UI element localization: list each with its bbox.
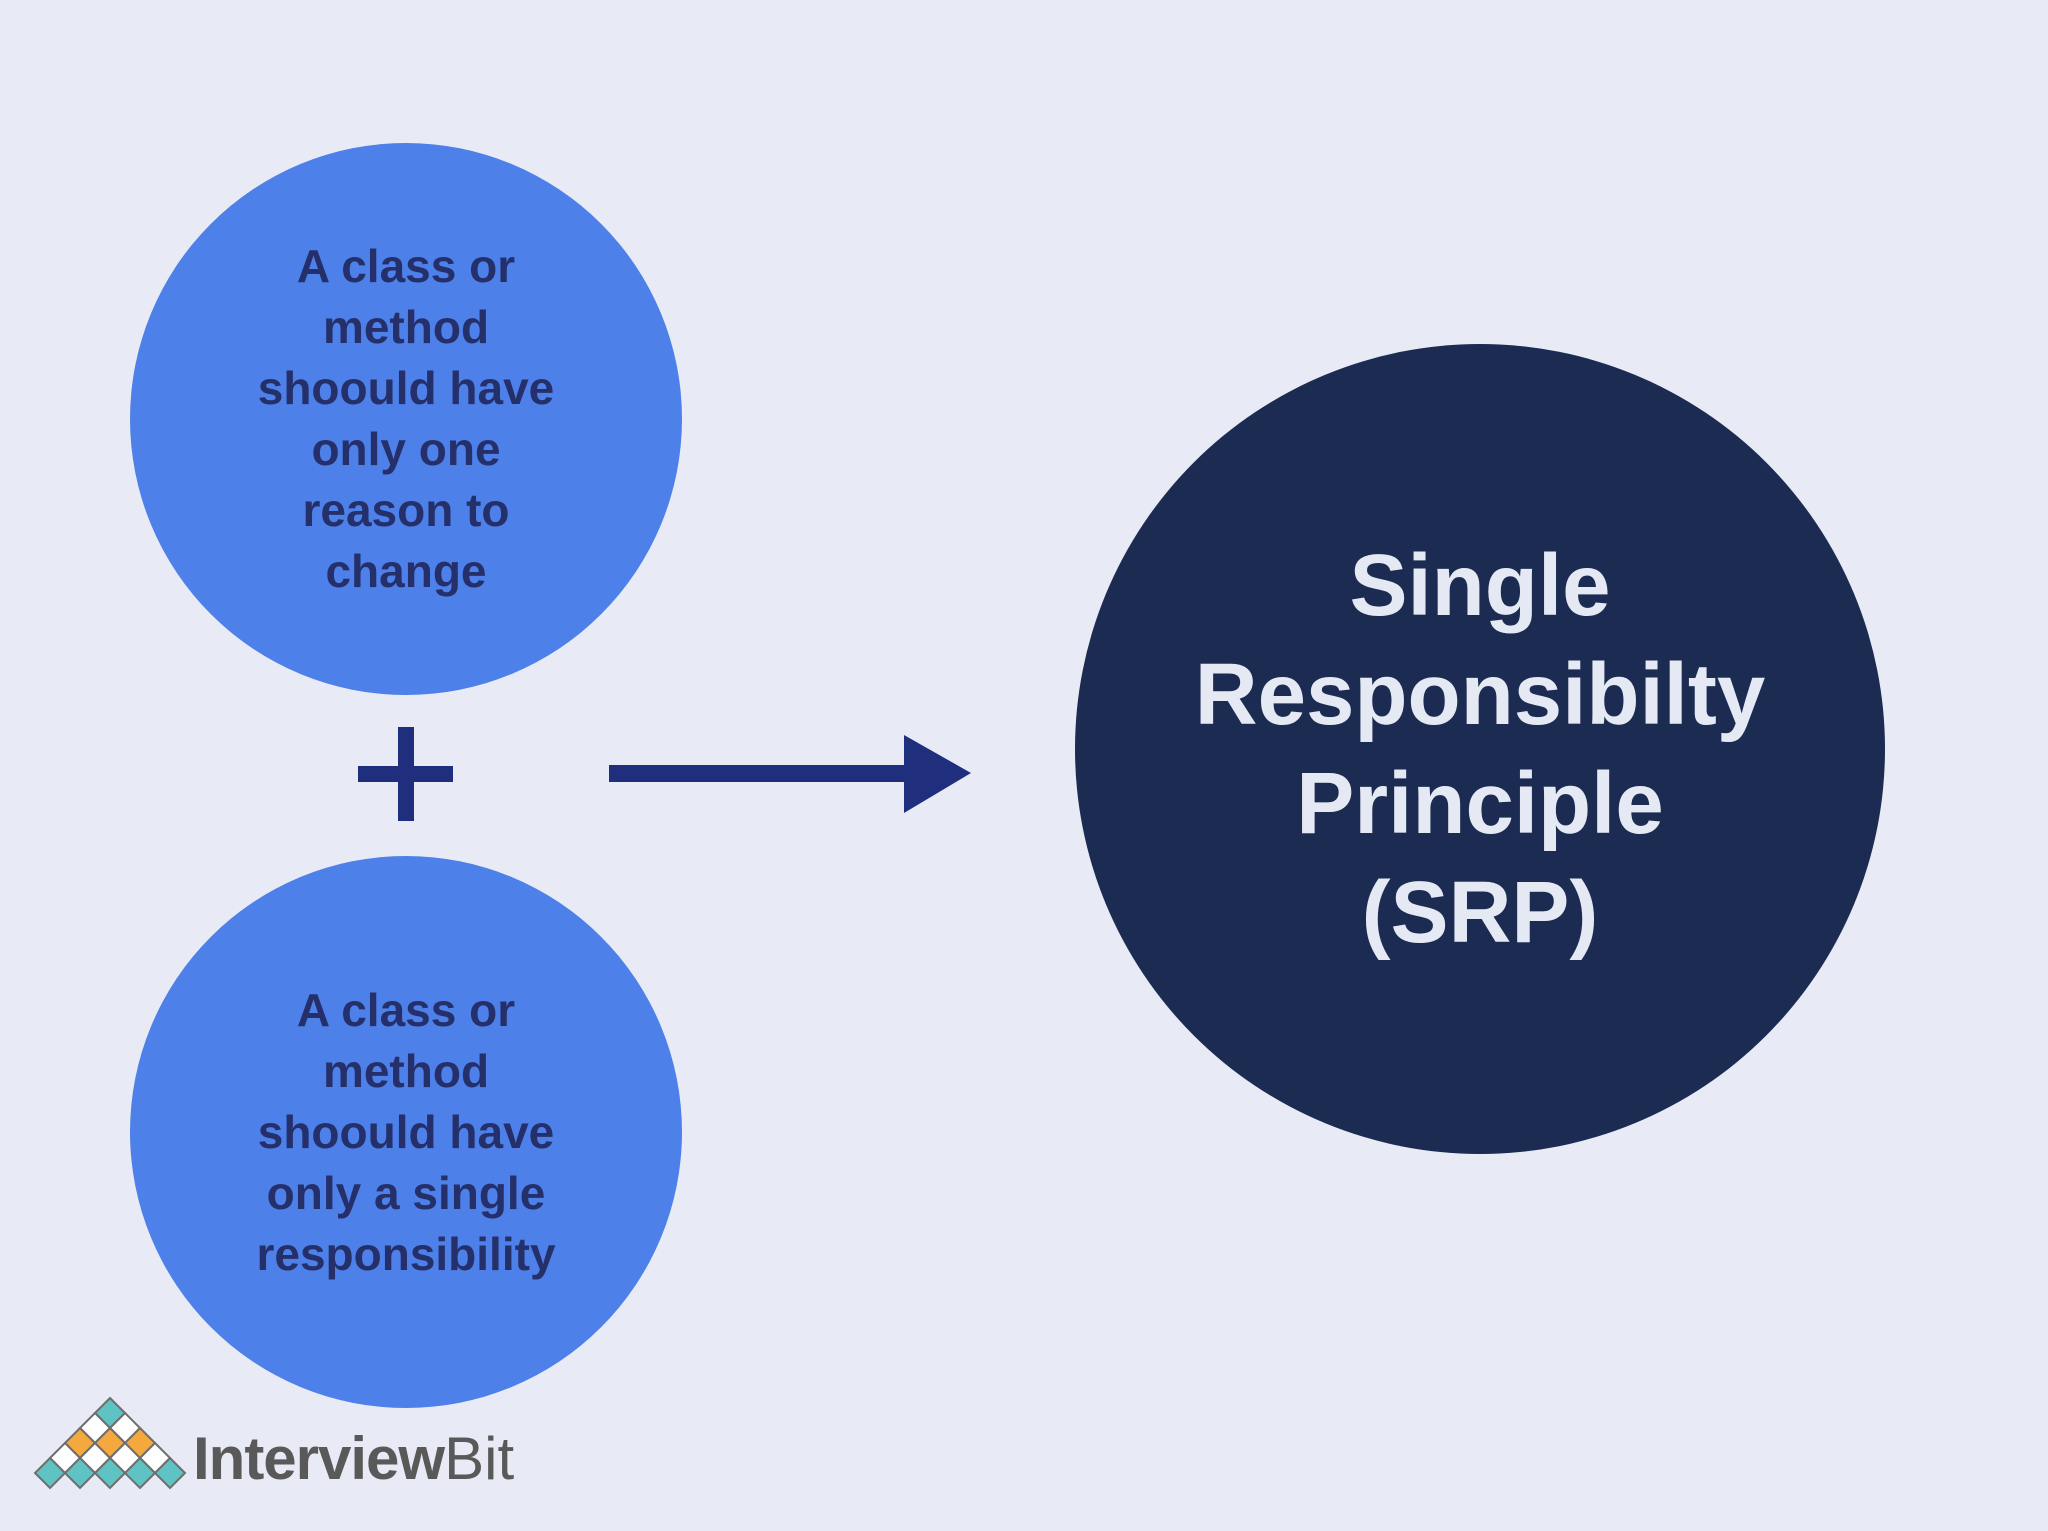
cause-bottom-line: only a single [266, 1166, 546, 1219]
cause-top-line: shoould have [257, 362, 555, 414]
cause-circle-bottom: A class or method shoould have only a si… [130, 856, 682, 1408]
cause-bottom-line: method [322, 1044, 490, 1097]
result-circle: Single Responsibilty Principle (SRP) [1075, 344, 1885, 1154]
cause-circle-top: A class or method shoould have only one … [130, 143, 682, 695]
cause-bottom-line: shoould have [257, 1105, 555, 1158]
logo-text-interview: Interview [193, 1425, 445, 1492]
logo-text-bit: Bit [444, 1425, 515, 1492]
cause-bottom-line: responsibility [256, 1227, 556, 1280]
plus-icon [358, 727, 453, 821]
interviewbit-logo-mark [33, 1396, 187, 1490]
result-line: Responsibilty [1194, 646, 1766, 743]
cause-top-line: only one [311, 423, 501, 475]
cause-bottom-line: A class or [296, 983, 516, 1036]
cause-top-line: reason to [302, 484, 510, 536]
result-line: Single [1349, 537, 1611, 634]
cause-top-line: A class or [296, 240, 516, 292]
interviewbit-logo-text: InterviewBit [193, 1429, 514, 1489]
arrow-right-icon [609, 735, 971, 813]
cause-top-line: change [325, 545, 487, 597]
cause-top-line: method [322, 301, 490, 353]
diamond-pyramid-icon [33, 1396, 187, 1490]
plus-vertical-bar [398, 727, 414, 821]
result-line: Principle [1296, 755, 1664, 852]
result-line: (SRP) [1361, 864, 1599, 961]
